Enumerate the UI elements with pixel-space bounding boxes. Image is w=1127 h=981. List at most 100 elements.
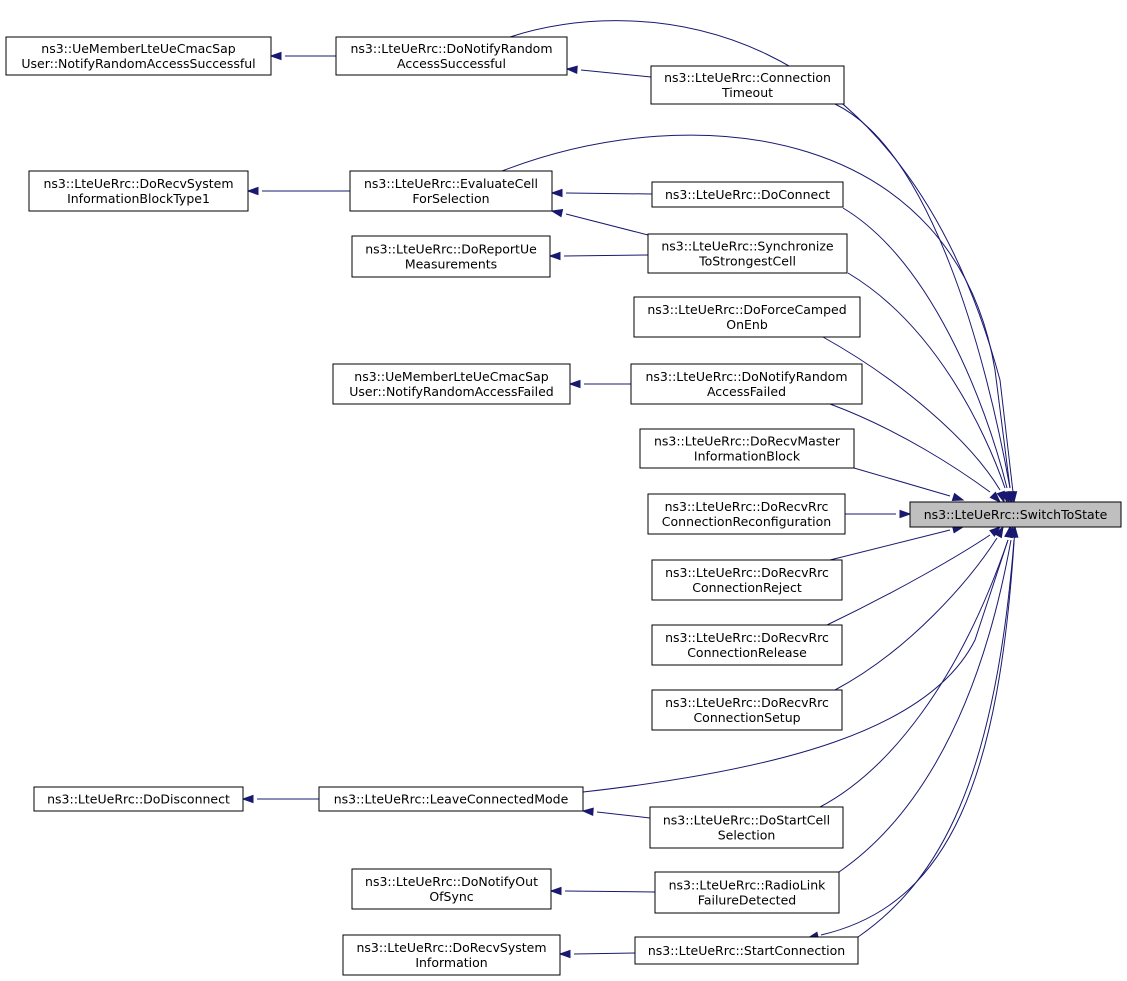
node-label-line: ConnectionReject bbox=[692, 580, 802, 595]
edge-line bbox=[580, 69, 652, 78]
node-box[interactable] bbox=[633, 296, 861, 338]
arrowhead bbox=[989, 491, 1002, 504]
node-label-line: ns3::LteUeRrc::DoRecvSystem bbox=[43, 176, 233, 191]
edge-donotifyrandomaccessfailed-to-uemember_failed bbox=[568, 379, 631, 389]
node-dodisconnect[interactable]: ns3::LteUeRrc::DoDisconnect bbox=[33, 786, 244, 812]
node-label-line: ns3::UeMemberLteUeCmacSap bbox=[41, 41, 235, 56]
edge-doconnect-to-evaluatecellforselection bbox=[550, 188, 653, 198]
node-box[interactable] bbox=[647, 233, 848, 274]
edge-dorecvrrcrelease-to-switchtostate bbox=[826, 526, 1002, 626]
edge-line bbox=[573, 952, 636, 955]
node-switchtostate[interactable]: ns3::LteUeRrc::SwitchToState bbox=[909, 501, 1122, 528]
node-label-line: ns3::LteUeRrc::StartConnection bbox=[648, 943, 845, 958]
node-label-line: InformationBlock bbox=[694, 449, 801, 464]
node-box[interactable] bbox=[332, 363, 571, 405]
node-label-line: User::NotifyRandomAccessSuccessful bbox=[21, 56, 255, 71]
node-box[interactable] bbox=[639, 428, 855, 469]
node-label-line: ConnectionReconfiguration bbox=[662, 514, 831, 529]
node-label-line: Information bbox=[415, 955, 487, 970]
node-box[interactable] bbox=[634, 936, 859, 965]
node-box[interactable] bbox=[651, 559, 843, 601]
arrowhead bbox=[899, 509, 912, 519]
node-label-line: ns3::LteUeRrc::DoRecvRrc bbox=[665, 695, 829, 710]
node-uemember_failed[interactable]: ns3::UeMemberLteUeCmacSapUser::NotifyRan… bbox=[332, 363, 571, 405]
node-label-line: ns3::LteUeRrc::Connection bbox=[664, 70, 831, 85]
node-label-line: Selection bbox=[718, 828, 776, 843]
edge-startconnection-to-dorecvsysteminformation bbox=[558, 949, 636, 959]
edge-dorecvrrcsetup-to-switchtostate bbox=[834, 525, 1004, 691]
node-box[interactable] bbox=[28, 170, 249, 212]
edge-synchronizetostrongestcell-to-doreportuemeasurements bbox=[548, 251, 649, 261]
arrowhead bbox=[568, 379, 581, 389]
node-box[interactable] bbox=[33, 786, 244, 812]
edge-line bbox=[565, 192, 653, 195]
node-label-line: ns3::LteUeRrc::DoReportUe bbox=[365, 242, 537, 257]
node-label-line: ns3::LteUeRrc::DoRecvSystem bbox=[356, 940, 546, 955]
node-box[interactable] bbox=[909, 501, 1122, 528]
node-box[interactable] bbox=[342, 934, 561, 976]
node-label-line: ns3::LteUeRrc::RadioLink bbox=[669, 878, 827, 893]
edge-line bbox=[596, 811, 651, 819]
edge-line bbox=[565, 213, 649, 236]
edge-doforcecampedonenb-to-switchtostate bbox=[822, 336, 1005, 504]
edge-line bbox=[842, 207, 1008, 489]
node-leaveconnectedmode[interactable]: ns3::LteUeRrc::LeaveConnectedMode bbox=[318, 786, 584, 812]
node-uemember_successful[interactable]: ns3::UeMemberLteUeCmacSapUser::NotifyRan… bbox=[5, 36, 272, 76]
node-donotifyrandomaccesssuccessful[interactable]: ns3::LteUeRrc::DoNotifyRandomAccessSucce… bbox=[335, 36, 568, 76]
node-box[interactable] bbox=[5, 36, 272, 76]
node-label-line: ns3::LteUeRrc::EvaluateCell bbox=[364, 176, 538, 191]
node-label-line: Timeout bbox=[721, 85, 773, 100]
edge-synchronizetostrongestcell-to-evaluatecellforselection bbox=[550, 208, 649, 236]
node-box[interactable] bbox=[649, 806, 844, 849]
edge-donotifyrandomaccessfailed-to-switchtostate bbox=[829, 403, 1002, 504]
node-box[interactable] bbox=[647, 493, 846, 535]
edge-dorecvmib-to-switchtostate bbox=[853, 467, 965, 502]
node-box[interactable] bbox=[651, 689, 843, 731]
arrowhead bbox=[550, 208, 564, 218]
node-synchronizetostrongestcell[interactable]: ns3::LteUeRrc::SynchronizeToStrongestCel… bbox=[647, 233, 848, 274]
node-label-line: OfSync bbox=[429, 889, 473, 904]
node-box[interactable] bbox=[318, 786, 584, 812]
edge-connectiontimeout-to-donotifyrandomaccesssuccessful bbox=[565, 65, 652, 78]
node-box[interactable] bbox=[654, 871, 840, 914]
edge-line bbox=[829, 403, 991, 493]
node-label-line: ns3::LteUeRrc::LeaveConnectedMode bbox=[334, 792, 569, 807]
node-box[interactable] bbox=[651, 624, 843, 666]
node-box[interactable] bbox=[630, 363, 863, 405]
node-doconnect[interactable]: ns3::LteUeRrc::DoConnect bbox=[651, 181, 844, 208]
edge-line bbox=[563, 254, 649, 257]
node-dorecvsib1[interactable]: ns3::LteUeRrc::DoRecvSystemInformationBl… bbox=[28, 170, 249, 212]
node-dorecvmib[interactable]: ns3::LteUeRrc::DoRecvMasterInformationBl… bbox=[639, 428, 855, 469]
arrowhead bbox=[951, 492, 965, 502]
node-box[interactable] bbox=[650, 65, 845, 105]
node-label-line: ns3::LteUeRrc::SwitchToState bbox=[924, 507, 1108, 522]
node-dorecvrrcreconfig[interactable]: ns3::LteUeRrc::DoRecvRrcConnectionReconf… bbox=[647, 493, 846, 535]
node-donotifyrandomaccessfailed[interactable]: ns3::LteUeRrc::DoNotifyRandomAccessFaile… bbox=[630, 363, 863, 405]
node-box[interactable] bbox=[351, 868, 552, 910]
node-box[interactable] bbox=[349, 170, 553, 212]
node-label-line: ns3::LteUeRrc::DoRecvMaster bbox=[654, 434, 841, 449]
edge-dorecvrrcreject-to-switchtostate bbox=[829, 525, 965, 561]
node-label-line: ConnectionSetup bbox=[693, 710, 800, 725]
edge-line bbox=[834, 537, 998, 691]
node-dorecvrrcrelease[interactable]: ns3::LteUeRrc::DoRecvRrcConnectionReleas… bbox=[651, 624, 843, 666]
node-label-line: ns3::LteUeRrc::DoRecvRrc bbox=[665, 499, 829, 514]
arrowhead bbox=[558, 949, 571, 959]
nodes-layer: ns3::LteUeRrc::SwitchToStatens3::LteUeRr… bbox=[5, 36, 1122, 976]
node-startconnection[interactable]: ns3::LteUeRrc::StartConnection bbox=[634, 936, 859, 965]
arrowhead bbox=[994, 525, 1004, 539]
edge-line bbox=[826, 534, 991, 626]
node-box[interactable] bbox=[335, 36, 568, 76]
node-box[interactable] bbox=[351, 235, 551, 278]
node-box[interactable] bbox=[651, 181, 844, 208]
